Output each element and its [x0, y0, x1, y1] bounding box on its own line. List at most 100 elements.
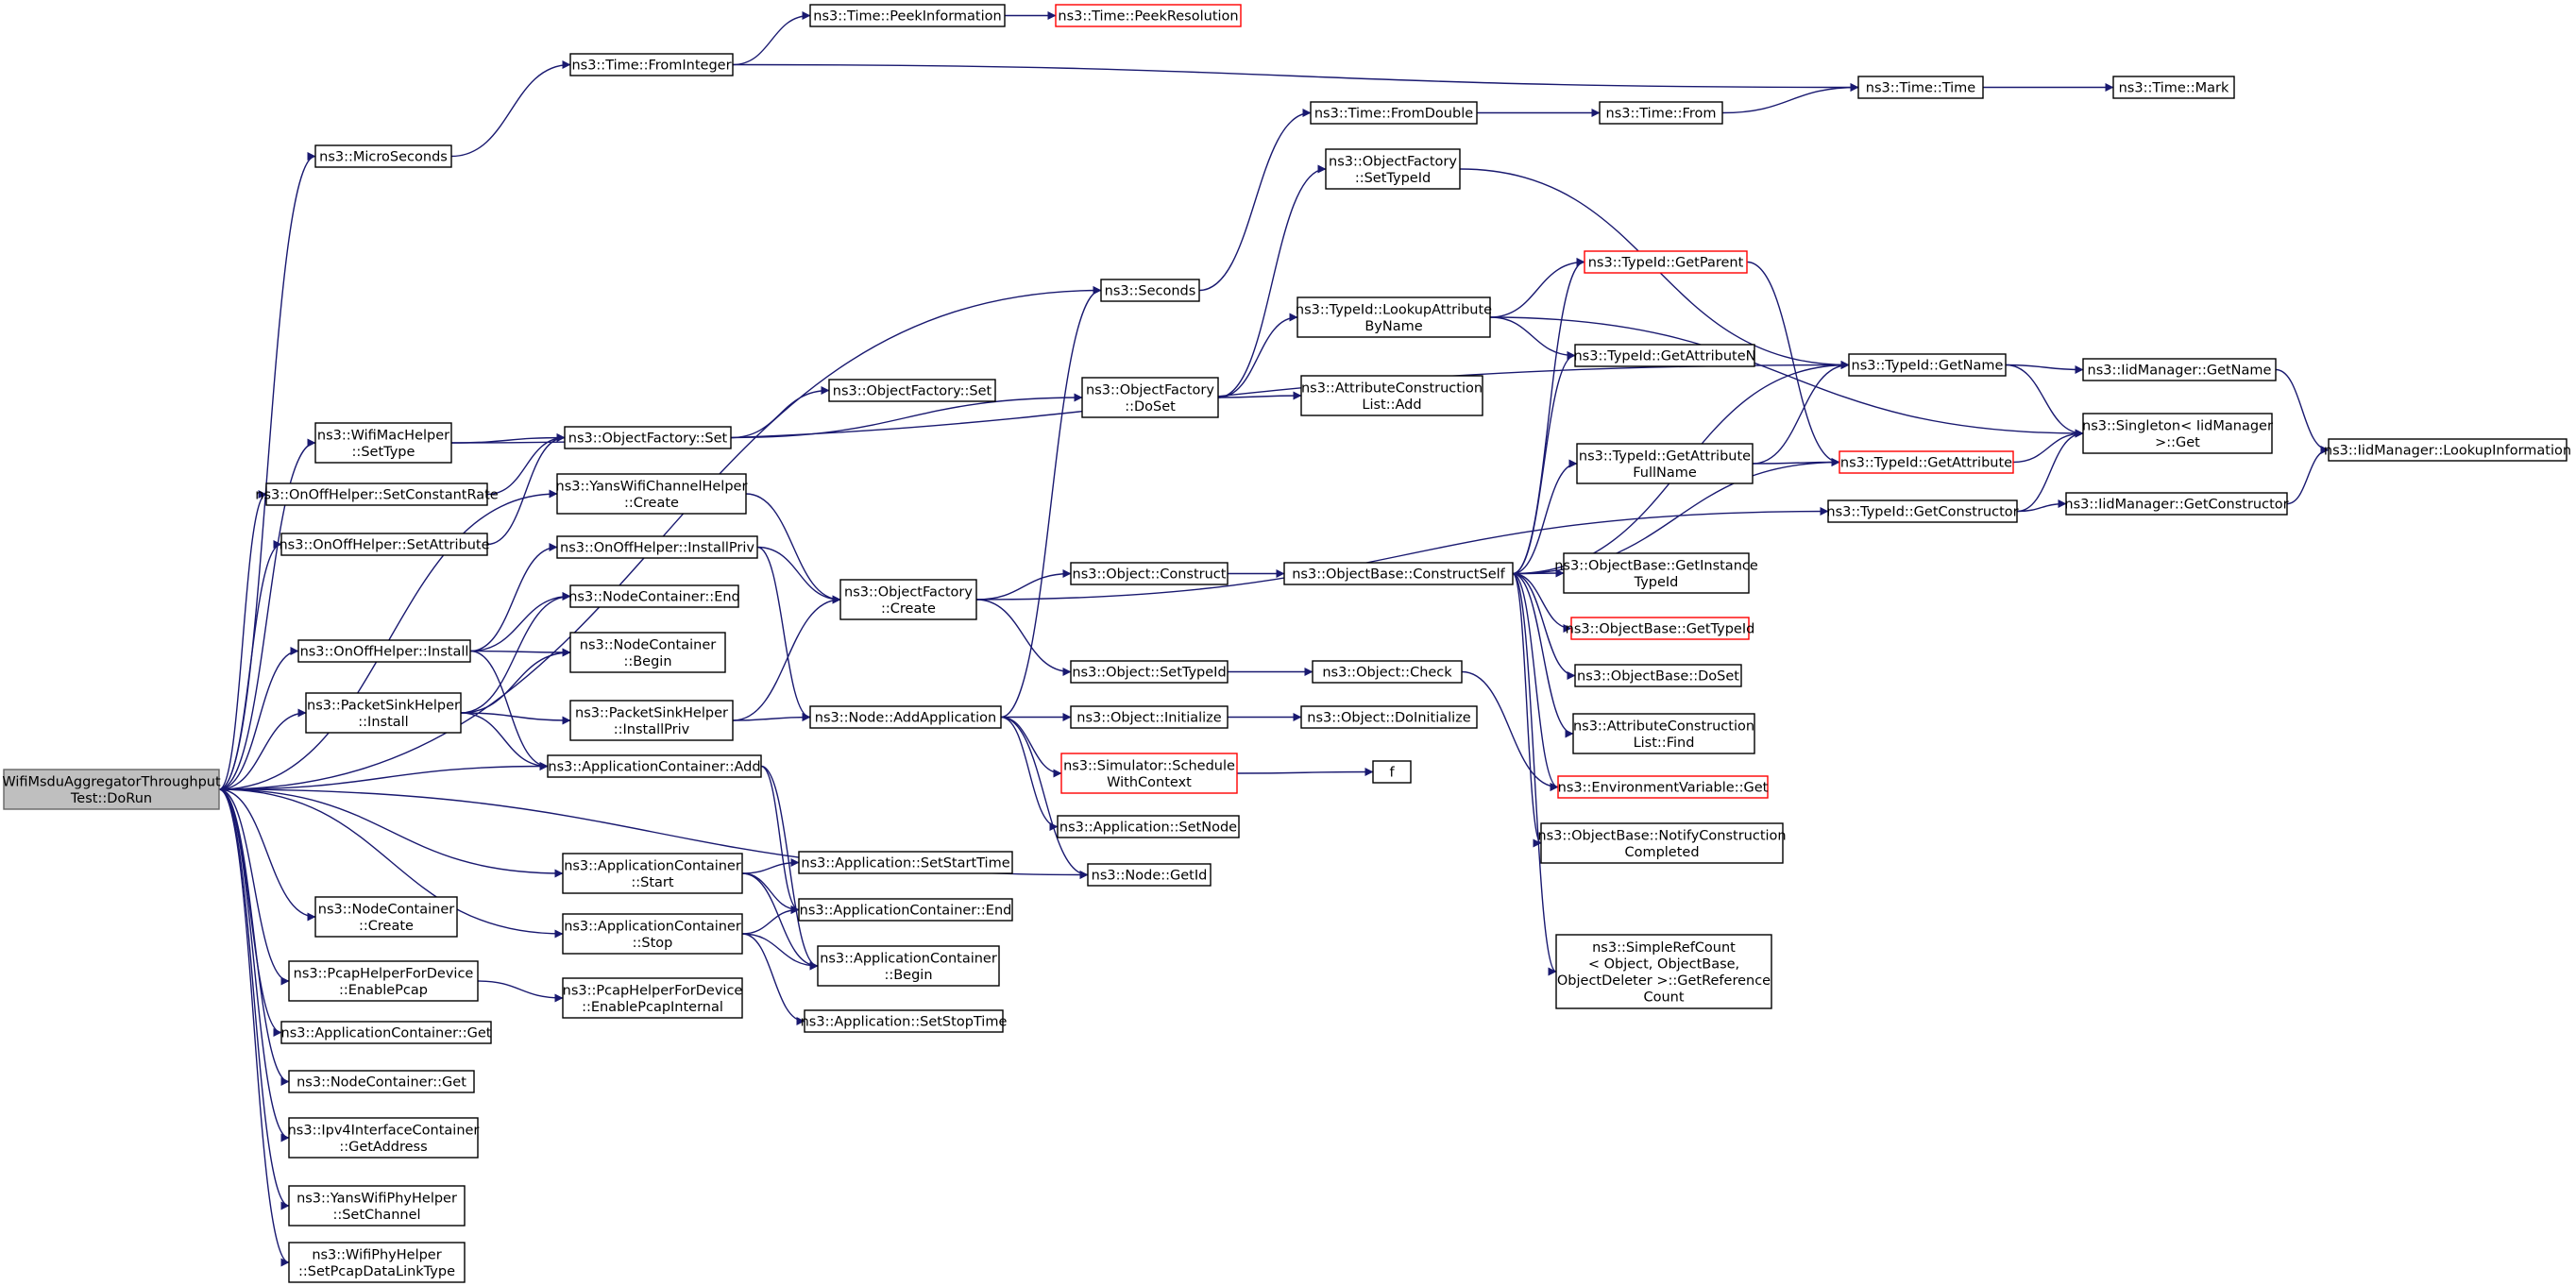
graph-node-getParent[interactable]: ns3::TypeId::GetParent — [1584, 250, 1748, 274]
graph-node-timeTime[interactable]: ns3::Time::Time — [1857, 76, 1984, 99]
graph-node-ofSet2[interactable]: ns3::ObjectFactory::Set — [564, 426, 732, 449]
graph-node-objInit[interactable]: ns3::Object::Initialize — [1070, 705, 1229, 729]
graph-node-fromDouble[interactable]: ns3::Time::FromDouble — [1310, 101, 1478, 125]
node-box — [297, 639, 471, 663]
graph-node-microseconds[interactable]: ns3::MicroSeconds — [314, 144, 452, 168]
graph-node-appSetNode[interactable]: ns3::Application::SetNode — [1057, 815, 1240, 838]
edge-simSchedule-to-fnF — [1236, 768, 1374, 777]
graph-node-ofCreate[interactable]: ns3::ObjectFactory::Create — [839, 579, 977, 620]
graph-node-simpleRef[interactable]: ns3::SimpleRefCount< Object, ObjectBase,… — [1555, 934, 1772, 1009]
graph-node-ncGet[interactable]: ns3::NodeContainer::Get — [288, 1070, 475, 1093]
graph-node-nodeGetId[interactable]: ns3::Node::GetId — [1087, 863, 1212, 887]
node-label: ns3::Time::Time — [1866, 81, 1976, 96]
edge-psInstall-to-ncEnd — [460, 592, 571, 714]
graph-node-getAttrN[interactable]: ns3::TypeId::GetAttributeN — [1573, 344, 1756, 367]
node-box — [1060, 753, 1238, 794]
graph-node-wifiPhyPcap[interactable]: ns3::WifiPhyHelper::SetPcapDataLinkType — [288, 1242, 466, 1283]
graph-node-peekRes[interactable]: ns3::Time::PeekResolution — [1055, 4, 1242, 27]
graph-node-fnF[interactable]: f — [1372, 760, 1412, 784]
graph-node-ofSet1[interactable]: ns3::ObjectFactory::Set — [828, 379, 996, 402]
node-box — [839, 579, 977, 620]
graph-node-objDoInit[interactable]: ns3::Object::DoInitialize — [1300, 705, 1478, 729]
node-label: ::Start — [631, 875, 674, 890]
graph-node-obDoSet[interactable]: ns3::ObjectBase::DoSet — [1574, 664, 1742, 687]
graph-node-lookupInfo[interactable]: ns3::IidManager::LookupInformation — [2324, 438, 2571, 462]
graph-node-acStart[interactable]: ns3::ApplicationContainer::Start — [562, 853, 743, 894]
node-label: ns3::NodeContainer::End — [568, 590, 740, 605]
graph-node-yansPhySetChan[interactable]: ns3::YansWifiPhyHelper::SetChannel — [288, 1185, 466, 1227]
graph-node-psInstallPriv[interactable]: ns3::PacketSinkHelper::InstallPriv — [569, 700, 734, 741]
graph-node-wifiMacSetType[interactable]: ns3::WifiMacHelper::SetType — [314, 422, 452, 464]
graph-node-objSetTypeId[interactable]: ns3::Object::SetTypeId — [1070, 660, 1229, 684]
graph-node-yansChanCreate[interactable]: ns3::YansWifiChannelHelper::Create — [556, 473, 748, 515]
edge-iidGetName-to-lookupInfo — [2275, 368, 2330, 454]
graph-node-singletonGet[interactable]: ns3::Singleton< IidManager >::Get — [2082, 413, 2273, 454]
edge-getName-to-iidGetName — [2005, 364, 2084, 374]
graph-node-timeFrom[interactable]: ns3::Time::From — [1599, 101, 1723, 125]
graph-node-ncEnd[interactable]: ns3::NodeContainer::End — [568, 584, 740, 608]
node-label: f — [1389, 766, 1395, 781]
graph-node-onoffSetAttr[interactable]: ns3::OnOffHelper::SetAttribute — [279, 533, 490, 556]
graph-node-getName[interactable]: ns3::TypeId::GetName — [1848, 353, 2007, 377]
graph-node-pcapEnable[interactable]: ns3::PcapHelperForDevice::EnablePcap — [288, 960, 479, 1002]
graph-node-peekInfo[interactable]: ns3::Time::PeekInformation — [809, 4, 1006, 27]
edge-root-to-yansPhySetChan — [218, 788, 290, 1210]
graph-node-obGetTypeId[interactable]: ns3::ObjectBase::GetTypeId — [1566, 617, 1755, 640]
node-label: TypeId — [1634, 575, 1679, 590]
node-box — [562, 977, 743, 1019]
graph-node-acBegin[interactable]: ns3::ApplicationContainer::Begin — [817, 945, 1000, 987]
edge-acStop-to-appSetStop — [741, 933, 805, 1025]
graph-node-pcapInternal[interactable]: ns3::PcapHelperForDevice::EnablePcapInte… — [562, 977, 743, 1019]
node-label: ns3::ObjectFactory — [844, 584, 973, 600]
node-label: ns3::Time::Mark — [2119, 81, 2229, 96]
graph-node-fromInteger[interactable]: ns3::Time::FromInteger — [569, 53, 734, 76]
edge-iidGetCtor-to-lookupInfo — [2286, 446, 2330, 505]
graph-node-appSetStart[interactable]: ns3::Application::SetStartTime — [798, 851, 1013, 874]
graph-node-setConstRate[interactable]: ns3::OnOffHelper::SetConstantRate — [255, 482, 499, 506]
graph-node-acGet[interactable]: ns3::ApplicationContainer::Get — [280, 1021, 492, 1044]
node-label: ns3::Singleton< IidManager — [2082, 418, 2273, 433]
edge-constructSelf-to-getInstTypeId — [1512, 568, 1565, 578]
node-label: ns3::TypeId::GetName — [1852, 359, 2004, 374]
graph-node-seconds[interactable]: ns3::Seconds — [1100, 279, 1200, 302]
graph-node-appSetStop[interactable]: ns3::Application::SetStopTime — [801, 1009, 1008, 1033]
edge-appContAdd-to-acEnd — [760, 765, 800, 914]
graph-node-timeMark[interactable]: ns3::Time::Mark — [2112, 76, 2235, 99]
node-box — [1057, 815, 1240, 838]
graph-node-acEnd[interactable]: ns3::ApplicationContainer::End — [798, 898, 1013, 922]
node-label: ns3::NodeContainer — [318, 902, 454, 917]
graph-node-objCheck[interactable]: ns3::Object::Check — [1312, 660, 1463, 684]
edge-acStart-to-appSetStart — [741, 858, 800, 874]
graph-node-envGet[interactable]: ns3::EnvironmentVariable::Get — [1557, 775, 1769, 799]
graph-node-getAttribute[interactable]: ns3::TypeId::GetAttribute — [1839, 450, 2014, 474]
edge-getAttrFull-to-getName — [1752, 361, 1850, 465]
node-label: Test::DoRun — [70, 791, 152, 806]
graph-node-acStop[interactable]: ns3::ApplicationContainer::Stop — [562, 913, 743, 955]
edge-root-to-acStop — [218, 788, 564, 939]
node-label: ns3::ObjectFactory::Set — [833, 384, 992, 399]
graph-node-getConstructor[interactable]: ns3::TypeId::GetConstructor — [1826, 499, 2019, 523]
graph-node-onoffInstallPriv[interactable]: ns3::OnOffHelper::InstallPriv — [556, 535, 758, 559]
graph-node-notifyConstr[interactable]: ns3::ObjectBase::NotifyConstructionCompl… — [1537, 822, 1787, 864]
graph-node-objConstruct[interactable]: ns3::Object::Construct — [1070, 562, 1229, 585]
graph-node-ipv4GetAddr[interactable]: ns3::Ipv4InterfaceContainer::GetAddress — [288, 1117, 480, 1159]
graph-node-psInstall[interactable]: ns3::PacketSinkHelper::Install — [305, 692, 462, 734]
graph-node-ofDoSet[interactable]: ns3::ObjectFactory::DoSet — [1081, 377, 1219, 418]
graph-node-iidGetCtor[interactable]: ns3::IidManager::GetConstructor — [2064, 492, 2289, 516]
graph-node-onoffInstall[interactable]: ns3::OnOffHelper::Install — [297, 639, 471, 663]
graph-node-ofSetTypeId[interactable]: ns3::ObjectFactory::SetTypeId — [1325, 148, 1461, 190]
graph-node-constructSelf[interactable]: ns3::ObjectBase::ConstructSelf — [1283, 562, 1514, 585]
graph-node-iidGetName[interactable]: ns3::IidManager::GetName — [2082, 358, 2277, 381]
edge-onoffInstall-to-ncEnd — [469, 592, 571, 652]
graph-node-appContAdd[interactable]: ns3::ApplicationContainer::Add — [547, 754, 762, 778]
graph-node-ncBegin[interactable]: ns3::NodeContainer::Begin — [569, 632, 726, 673]
graph-node-nodeAddApp[interactable]: ns3::Node::AddApplication — [809, 705, 1002, 729]
graph-node-ncCreate[interactable]: ns3::NodeContainer::Create — [314, 896, 458, 938]
